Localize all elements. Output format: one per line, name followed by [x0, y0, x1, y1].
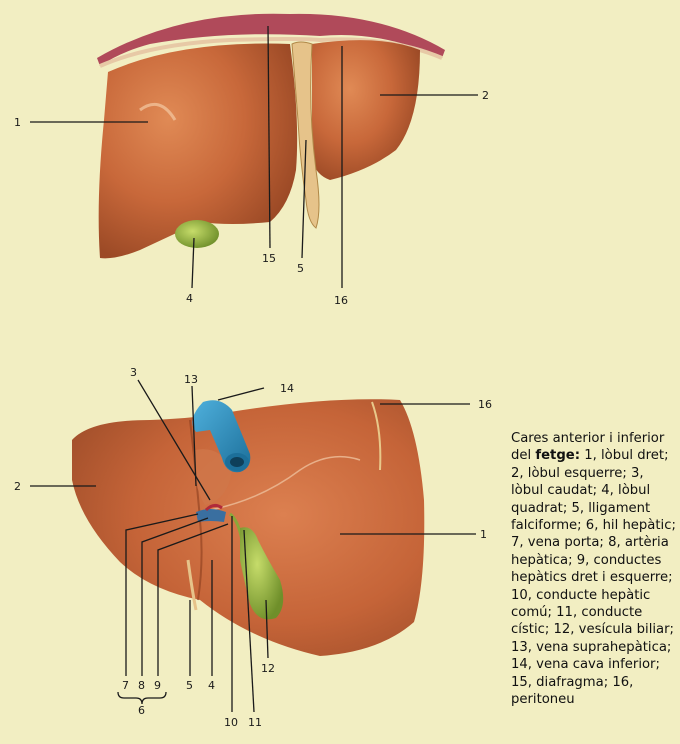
- label-6-bottom: 6: [138, 704, 145, 717]
- label-10-bottom: 10: [224, 716, 238, 729]
- label-13-bottom: 13: [184, 373, 198, 386]
- gallbladder-bottom: [240, 527, 284, 620]
- label-3-bottom: 3: [130, 366, 137, 379]
- figure-caption: Cares anterior i inferior del fetge: 1, …: [511, 430, 679, 709]
- leader-lines: [30, 25, 478, 713]
- label-5-top: 5: [297, 262, 304, 275]
- label-2-bottom: 2: [14, 480, 21, 493]
- caption-items: 1, lòbul dret; 2, lòbul esquerre; 3, lòb…: [511, 448, 676, 708]
- label-4-bottom: 4: [208, 679, 215, 692]
- gallbladder-top: [175, 220, 219, 248]
- caudate-lobe: [194, 449, 232, 505]
- portal-vein: [196, 509, 226, 522]
- label-1-bottom: 1: [480, 528, 487, 541]
- label-9-bottom: 9: [154, 679, 161, 692]
- inferior-view: [72, 399, 425, 656]
- labels-top: 1 2 15 5 4 16: [14, 89, 489, 307]
- label-2-top: 2: [482, 89, 489, 102]
- label-8-bottom: 8: [138, 679, 145, 692]
- diaphragm: [97, 13, 445, 66]
- label-4-top: 4: [186, 292, 193, 305]
- hepatic-artery: [204, 503, 223, 512]
- label-1-top: 1: [14, 116, 21, 129]
- label-15-top: 15: [262, 252, 276, 265]
- label-14-bottom: 14: [280, 382, 294, 395]
- label-11-bottom: 11: [248, 716, 262, 729]
- label-7-bottom: 7: [122, 679, 129, 692]
- label-16-bottom: 16: [478, 398, 492, 411]
- left-lobe-anterior: [312, 40, 420, 181]
- label-16-top: 16: [334, 294, 348, 307]
- label-12-bottom: 12: [261, 662, 275, 675]
- right-lobe-anterior: [98, 43, 298, 259]
- caption-organ: fetge:: [535, 448, 580, 464]
- labels-bottom: 3 13 14 16 2 1 12 7 8 9 5 4 6 10 11: [14, 366, 492, 729]
- anterior-view: [97, 13, 445, 259]
- caption-intro: Cares anterior i inferior del: [511, 431, 665, 464]
- label-5-bottom: 5: [186, 679, 193, 692]
- liver-inferior: [72, 399, 425, 656]
